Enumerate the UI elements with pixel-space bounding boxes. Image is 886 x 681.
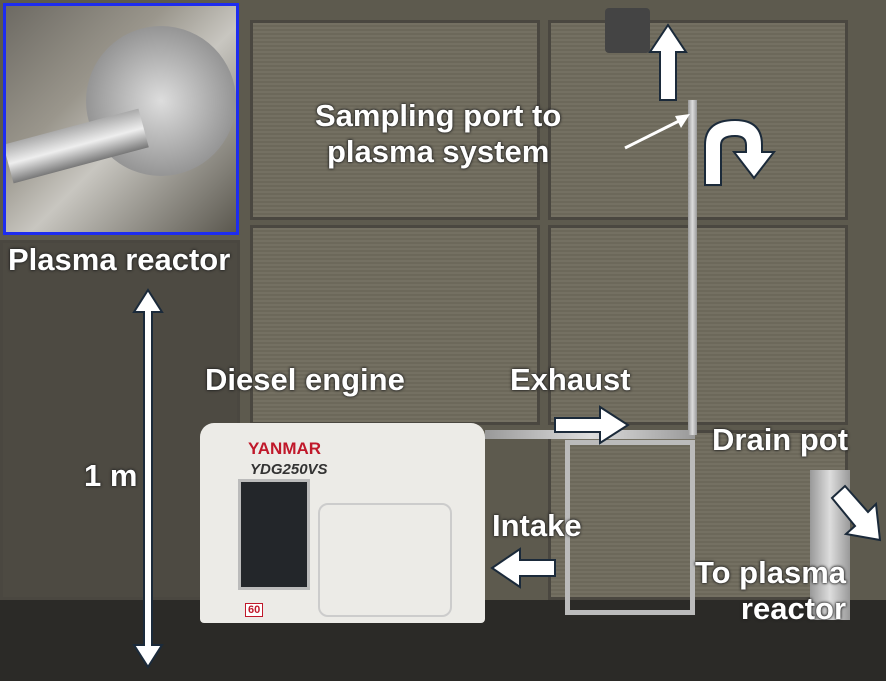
generator-brand: YANMAR [248,439,322,458]
sampling-port-label: Sampling port to plasma system [315,98,561,170]
to-plasma-line1: To plasma [695,555,847,590]
to-plasma-reactor-label: To plasma reactor [695,555,846,627]
u-turn-arrow [704,118,777,186]
up-arrow [648,23,688,101]
diesel-generator: YANMAR YDG250VS 60 [200,423,485,623]
control-panel [238,479,310,590]
diesel-engine-label: Diesel engine [205,362,405,397]
generator-model: YDG250VS [250,461,328,478]
intake-label: Intake [492,508,582,543]
intake-arrow [490,547,556,589]
generator-door [318,503,452,617]
vertical-pipe [688,100,697,435]
to-reactor-arrow [830,484,882,542]
wall-panel [250,20,540,220]
stand [565,440,695,615]
sampling-port-line1: Sampling port to [315,98,562,133]
frequency-badge: 60 [245,603,264,617]
drain-pot-label: Drain pot [712,422,849,457]
sampling-port-line2: plasma system [326,134,550,169]
wall-panel [250,225,540,425]
wall-panel [548,20,848,220]
scale-arrow [132,288,164,669]
exhaust-arrow [554,405,630,445]
scale-label: 1 m [84,458,138,493]
plasma-reactor-label: Plasma reactor [8,242,231,277]
exhaust-pipe [485,430,695,439]
to-plasma-line2: reactor [740,591,847,626]
plasma-reactor-inset-photo [3,3,239,235]
wall-panel [548,225,848,425]
sampling-canister [605,8,650,53]
wall-panel [548,430,848,600]
exhaust-label: Exhaust [510,362,631,397]
